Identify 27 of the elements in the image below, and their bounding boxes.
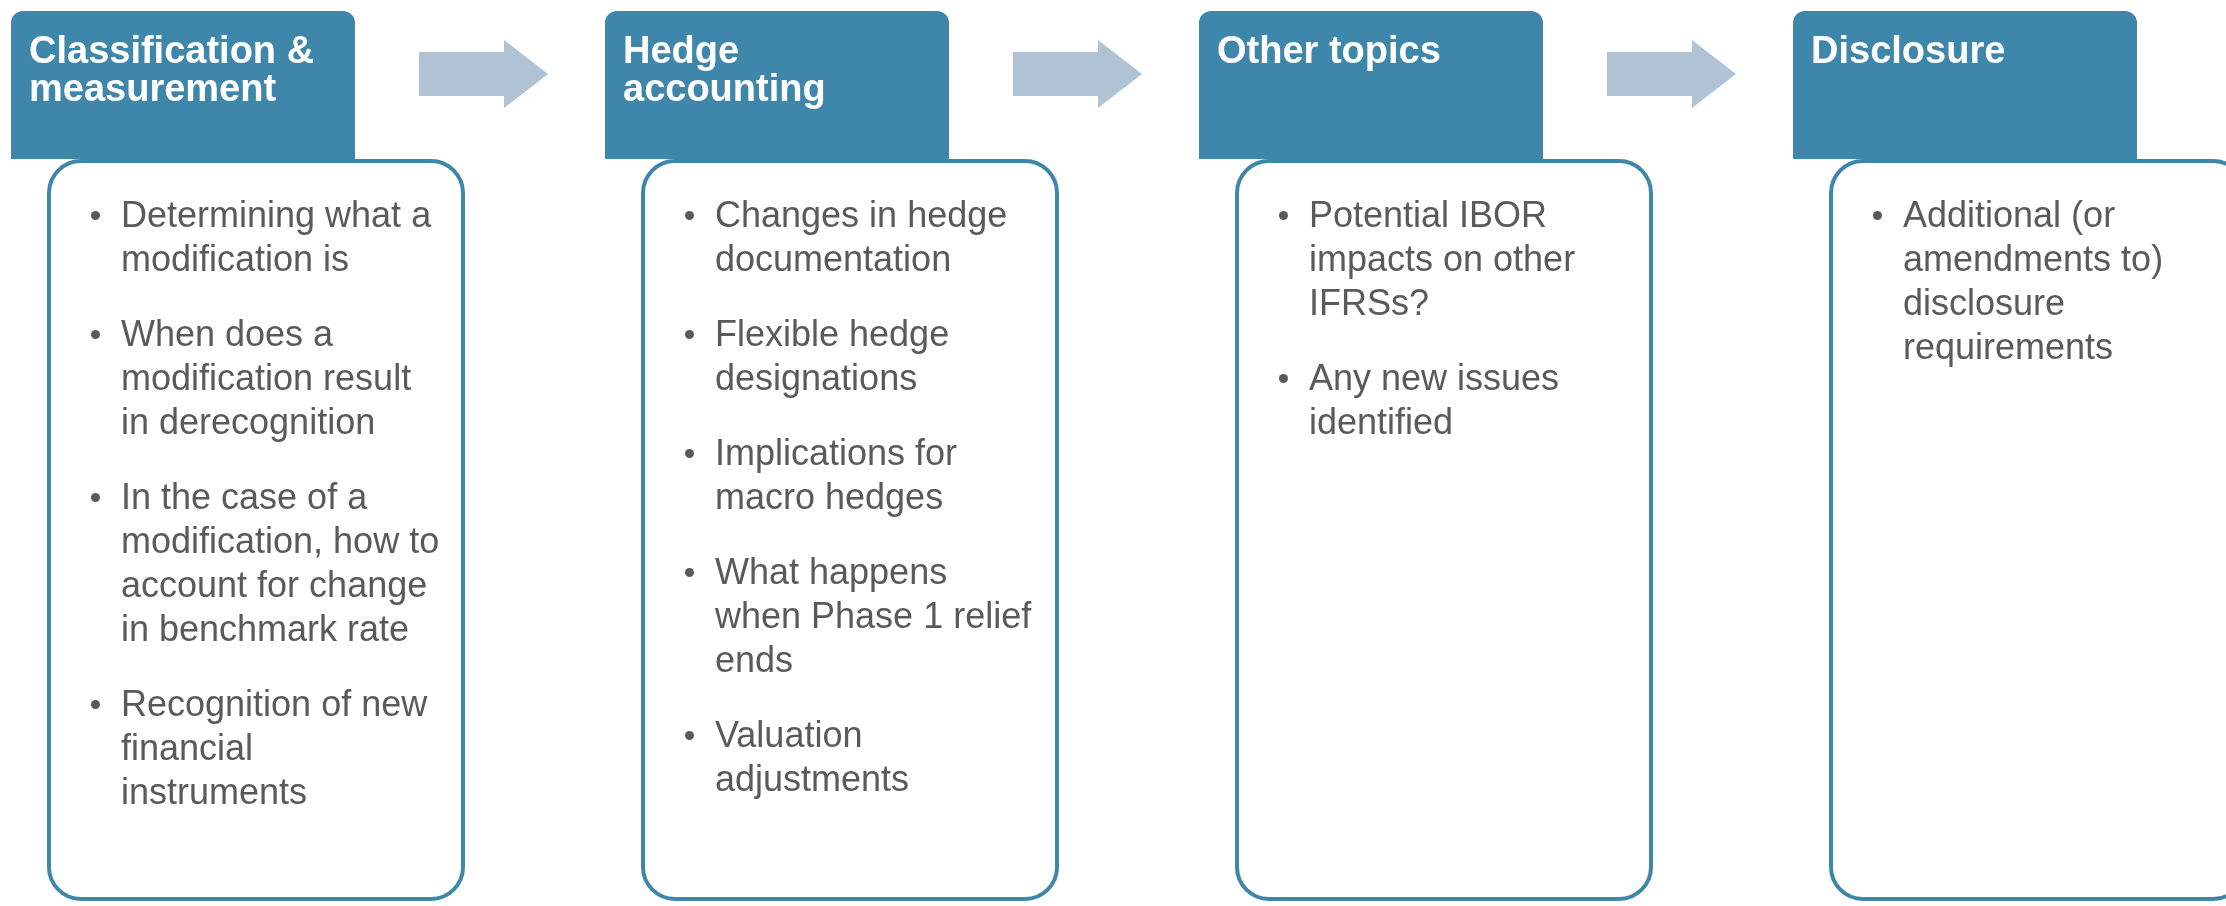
header-title: Disclosure xyxy=(1811,31,2007,69)
header-title: Hedge accounting xyxy=(623,31,827,107)
content-panel xyxy=(1235,159,1653,901)
bullet-text: In the case of a modification, how to account for change in benchmark rate xyxy=(121,476,440,649)
header-box xyxy=(1199,11,1543,159)
bullet-text: Implications for macro hedges xyxy=(715,432,958,517)
bullet-text: What happens when Phase 1 relief ends xyxy=(715,551,1032,680)
bullet-text: Potential IBOR impacts on other IFRSs? xyxy=(1309,194,1576,323)
header-title: Classification & measurement xyxy=(29,31,315,107)
content-panel xyxy=(641,159,1059,901)
bullet-text: Any new issues identified xyxy=(1309,357,1560,442)
header-box xyxy=(1793,11,2137,159)
bullet-text: Valuation adjustments xyxy=(715,714,910,799)
bullet-text: Flexible hedge designations xyxy=(715,313,950,398)
content-panel xyxy=(1829,159,2226,901)
bullet-text: When does a modification result in derecognition xyxy=(121,313,412,442)
content-panel xyxy=(47,159,465,901)
header-box xyxy=(605,11,949,159)
bullet-text: Determining what a modification is xyxy=(121,194,432,279)
bullet-text: Changes in hedge documentation xyxy=(715,194,1008,279)
header-box xyxy=(11,11,355,159)
block-arrow xyxy=(1013,40,1142,108)
bullet-text: Additional (or amendments to) disclosure requirements xyxy=(1903,194,2164,367)
header-title: Other topics xyxy=(1217,31,1442,69)
block-arrow xyxy=(419,40,548,108)
bullet-text: Recognition of new financial instruments xyxy=(121,683,428,812)
block-arrow xyxy=(1607,40,1736,108)
